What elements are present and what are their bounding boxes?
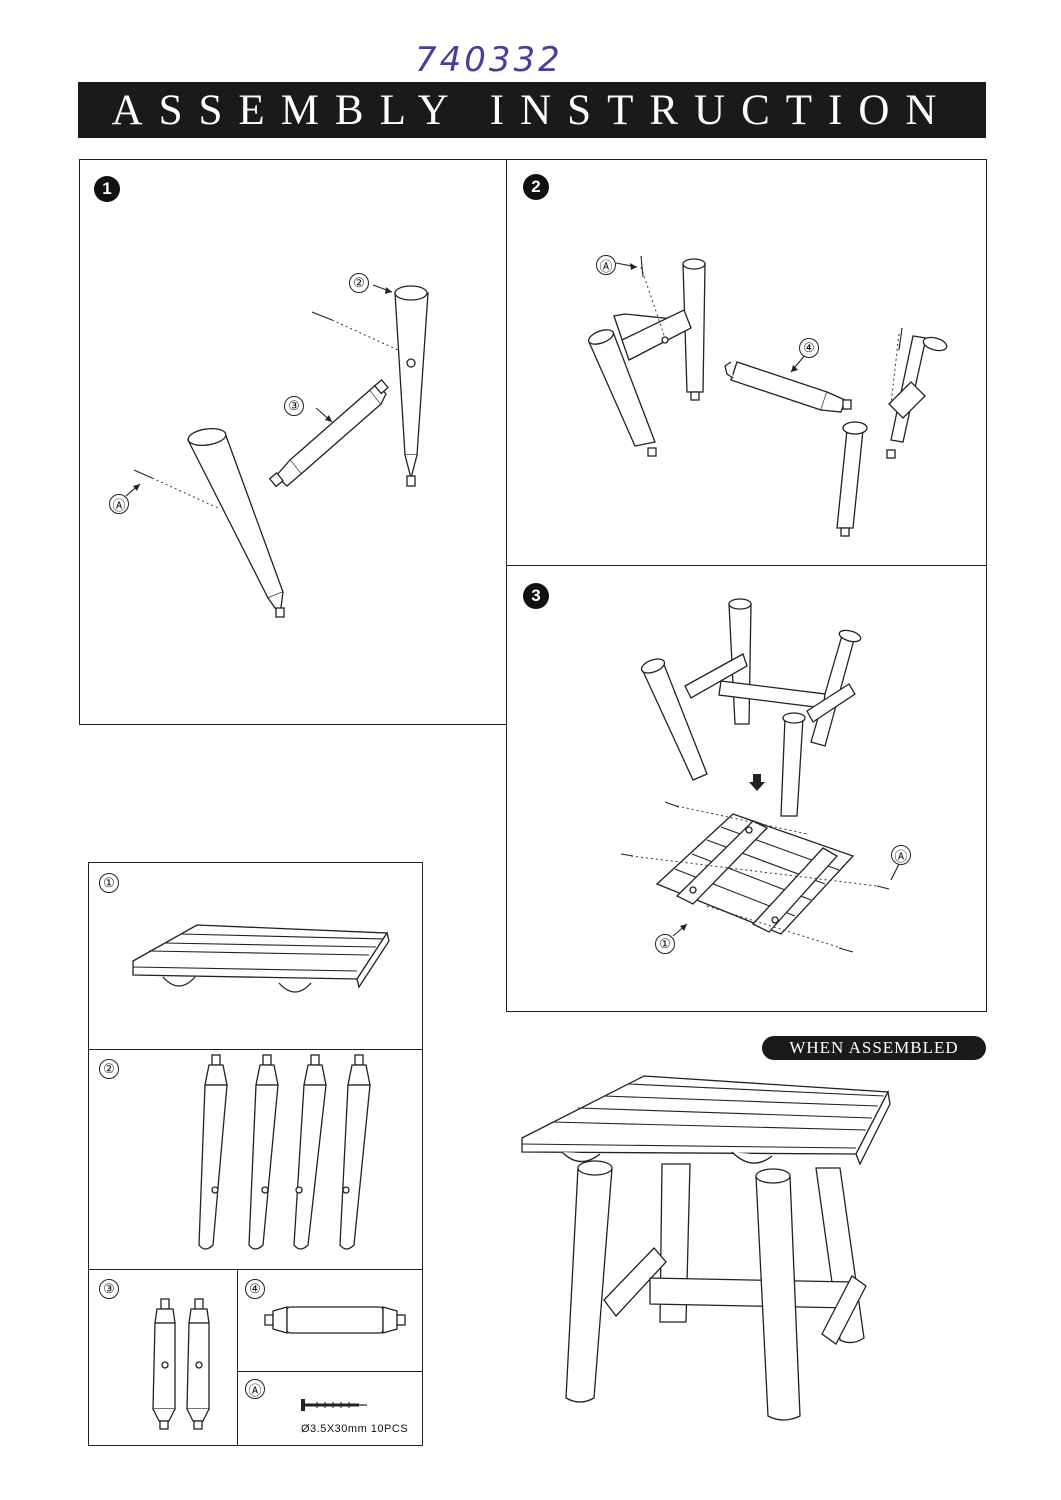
stool-stretchers — [603, 1247, 867, 1345]
stretcher — [152, 1298, 176, 1430]
step-2-number: 2 — [523, 174, 549, 200]
stretcher-part-4 — [724, 361, 852, 413]
label-part-2: ② — [349, 273, 369, 293]
step-2-illustration — [587, 255, 948, 537]
step-3-panel: 3 — [506, 565, 987, 1012]
page-title: ASSEMBLY INSTRUCTION — [111, 86, 953, 134]
part-2-cell: ② — [89, 1049, 422, 1270]
part-1-cell: ① — [89, 863, 422, 1050]
assembled-stool-illustration — [521, 1075, 891, 1421]
leg — [248, 1054, 279, 1250]
leg-pair-right — [836, 335, 948, 537]
step-3-illustration — [620, 598, 900, 953]
part-a-label: Ⓐ — [245, 1379, 265, 1399]
parts-list: ① ② — [88, 862, 423, 1446]
stretcher-part-3 — [268, 379, 389, 488]
seat-panel-upside-down — [655, 813, 855, 935]
part-2-legs-illustration — [198, 1054, 371, 1250]
part-2-label: ② — [99, 1059, 119, 1079]
stool-front-legs — [565, 1160, 801, 1421]
label-part-3: ③ — [284, 396, 304, 416]
part-3-label: ③ — [99, 1279, 119, 1299]
title-banner: ASSEMBLY INSTRUCTION — [78, 82, 986, 138]
leg — [198, 1054, 228, 1250]
part-3-stretchers-illustration — [152, 1298, 210, 1430]
label-part-1: ① — [655, 934, 675, 954]
leg — [339, 1054, 371, 1250]
leg-part-2 — [394, 285, 429, 487]
label-screw-a: Ⓐ — [891, 845, 911, 865]
part-a-cell: Ⓐ Ø3.5X30mm 10PCS — [237, 1371, 422, 1445]
part-3-cell: ③ — [89, 1269, 238, 1445]
step-3-number: 3 — [523, 583, 549, 609]
down-arrow — [749, 774, 765, 791]
step-2-panel: 2 — [506, 159, 987, 566]
leg-frame — [640, 598, 862, 817]
screw-a-illustration — [301, 1399, 367, 1411]
part-4-label: ④ — [245, 1279, 265, 1299]
screw-a-bottom — [133, 469, 219, 509]
screw-spec: Ø3.5X30mm 10PCS — [301, 1423, 409, 1435]
step-1-panel: 1 — [79, 159, 507, 725]
part-1-seat-illustration — [132, 924, 390, 993]
handwritten-code: 740332 — [415, 40, 563, 80]
part-1-label: ① — [99, 873, 119, 893]
label-screw-a: Ⓐ — [596, 255, 616, 275]
label-part-4: ④ — [799, 338, 819, 358]
part-4-cell: ④ — [237, 1269, 422, 1372]
stool-seat — [521, 1075, 891, 1166]
step-1-illustration — [125, 284, 429, 618]
stretcher — [186, 1298, 210, 1430]
leg — [293, 1054, 327, 1250]
part-4-stretcher-illustration — [264, 1306, 406, 1334]
label-screw-a: Ⓐ — [109, 494, 129, 514]
step-1-number: 1 — [94, 176, 120, 202]
leg-angled — [187, 427, 285, 618]
screw-a-top — [311, 311, 399, 351]
when-assembled-badge: WHEN ASSEMBLED — [762, 1036, 986, 1060]
leg-pair-left — [587, 258, 706, 457]
